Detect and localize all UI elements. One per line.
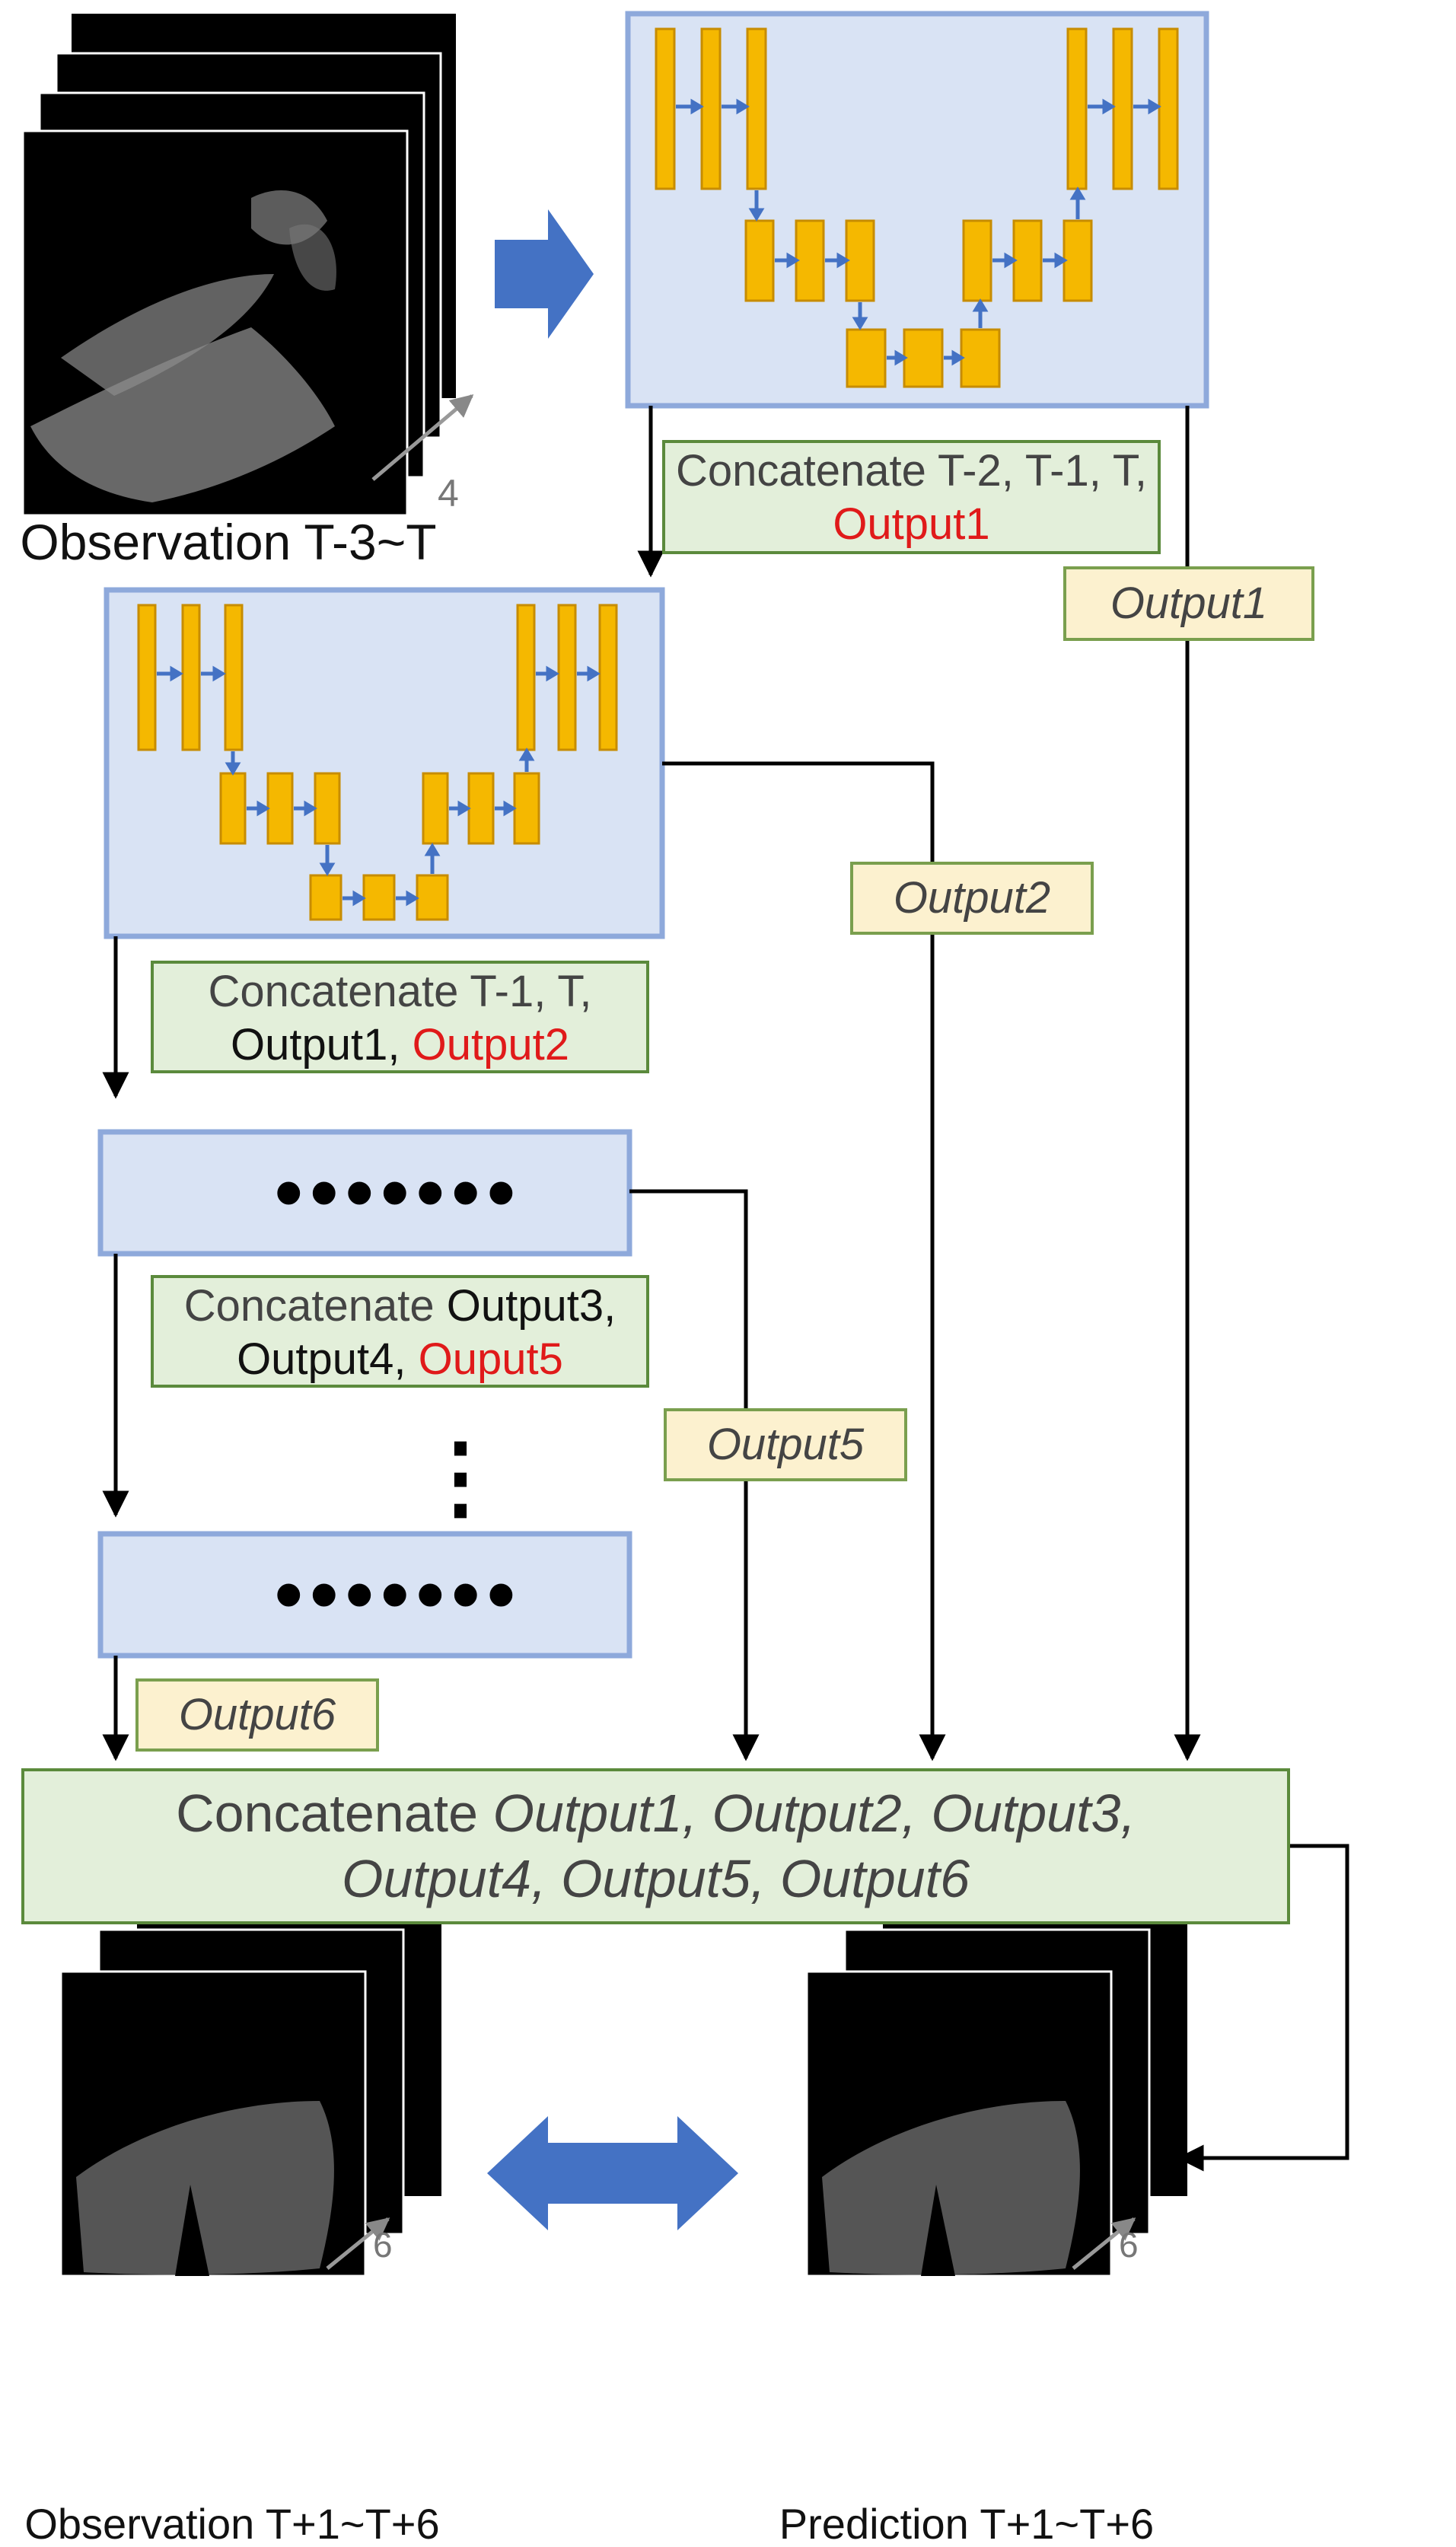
concat-box-1-prefix: Concatenate T-2, T-1, T, [675, 446, 1148, 496]
concat-box-5-prev2: Output4, [237, 1334, 406, 1384]
concat-box-2-prefix: Concatenate T-1, T, [208, 967, 592, 1016]
input-radar-stack [21, 14, 474, 517]
concat-box-2-prev: Output1, [231, 1020, 400, 1069]
concat-box-5-prev1: Output3, [446, 1281, 616, 1331]
final-concat-prefix: Concatenate [176, 1784, 479, 1843]
observation-caption: Observation T+1~T+6 [24, 2500, 439, 2547]
concat-box-5: Concatenate Output3, Output4, Ouput5 [151, 1275, 649, 1388]
output2-tag-label: Output2 [893, 873, 1051, 923]
final-concat-line2: Output4, Output5, Output6 [342, 1849, 970, 1908]
observation-count: 6 [373, 2225, 393, 2265]
comparison-double-arrow [487, 2116, 738, 2230]
concat-box-1-output: Output1 [833, 499, 990, 549]
output6-tag: Output6 [135, 1678, 379, 1752]
final-concat-line1: Output1, Output2, Output3, [492, 1784, 1136, 1843]
input-arrow [495, 209, 594, 339]
output5-tag: Output5 [664, 1408, 907, 1481]
unet-block-2 [104, 587, 665, 939]
prediction-caption: Prediction T+1~T+6 [779, 2500, 1154, 2547]
output2-tag: Output2 [850, 862, 1094, 935]
concat-box-2: Concatenate T-1, T, Output1, Output2 [151, 961, 649, 1073]
observation-radar-stack [59, 1892, 441, 2278]
output1-tag: Output1 [1063, 566, 1314, 641]
concat-box-2-output: Output2 [412, 1020, 569, 1069]
input-count: 4 [438, 472, 459, 515]
concat-box-5-prefix: Concatenate [183, 1281, 435, 1331]
concat-box-5-output: Ouput5 [418, 1334, 563, 1384]
output5-tag-label: Output5 [706, 1420, 865, 1469]
vertical-dots: ⋮ [415, 1426, 506, 1528]
input-caption: Observation T-3~T [20, 514, 436, 570]
output1-tag-label: Output1 [1110, 579, 1268, 628]
output6-tag-label: Output6 [178, 1690, 336, 1739]
final-concat-box: Concatenate Output1, Output2, Output3, O… [21, 1768, 1290, 1924]
concat-box-1: Concatenate T-2, T-1, T, Output1 [662, 440, 1161, 554]
unet-block-1 [625, 11, 1209, 409]
ellipsis-dots-2: ••••••• [274, 1548, 522, 1641]
ellipsis-dots-1: ••••••• [274, 1146, 522, 1239]
ellipsis-block-2 [97, 1531, 632, 1659]
ellipsis-block-1 [97, 1129, 632, 1257]
prediction-radar-stack [805, 1892, 1187, 2278]
prediction-count: 6 [1119, 2225, 1139, 2265]
